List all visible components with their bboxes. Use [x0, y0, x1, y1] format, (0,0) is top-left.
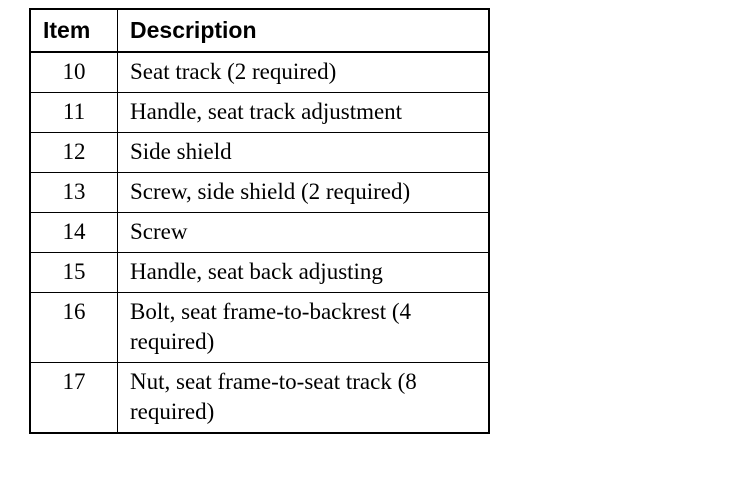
table-body: 10 Seat track (2 required) 11 Handle, se… [29, 51, 490, 434]
item-number: 14 [29, 212, 118, 253]
table-row: 13 Screw, side shield (2 required) [29, 172, 490, 213]
table-row: 12 Side shield [29, 132, 490, 173]
item-description: Screw, side shield (2 required) [117, 172, 490, 213]
item-number: 10 [29, 51, 118, 93]
header-row: Item Description [29, 8, 490, 53]
item-description: Screw [117, 212, 490, 253]
item-description: Handle, seat back adjusting [117, 252, 490, 293]
item-number: 13 [29, 172, 118, 213]
parts-table: Item Description 10 Seat track (2 requir… [29, 8, 490, 434]
table-header: Item Description [29, 8, 490, 53]
item-description: Bolt, seat frame-to-backrest (4 required… [117, 292, 490, 363]
table-row: 10 Seat track (2 required) [29, 51, 490, 93]
item-number: 11 [29, 92, 118, 133]
item-number: 12 [29, 132, 118, 173]
item-description: Seat track (2 required) [117, 51, 490, 93]
table-row: 11 Handle, seat track adjustment [29, 92, 490, 133]
table-row: 15 Handle, seat back adjusting [29, 252, 490, 293]
item-number: 17 [29, 362, 118, 434]
item-description: Handle, seat track adjustment [117, 92, 490, 133]
column-header-item: Item [29, 8, 118, 53]
table-row: 14 Screw [29, 212, 490, 253]
item-description: Side shield [117, 132, 490, 173]
item-number: 15 [29, 252, 118, 293]
item-description: Nut, seat frame-to-seat track (8 require… [117, 362, 490, 434]
table-row: 17 Nut, seat frame-to-seat track (8 requ… [29, 362, 490, 434]
table-row: 16 Bolt, seat frame-to-backrest (4 requi… [29, 292, 490, 363]
item-number: 16 [29, 292, 118, 363]
column-header-description: Description [117, 8, 490, 53]
